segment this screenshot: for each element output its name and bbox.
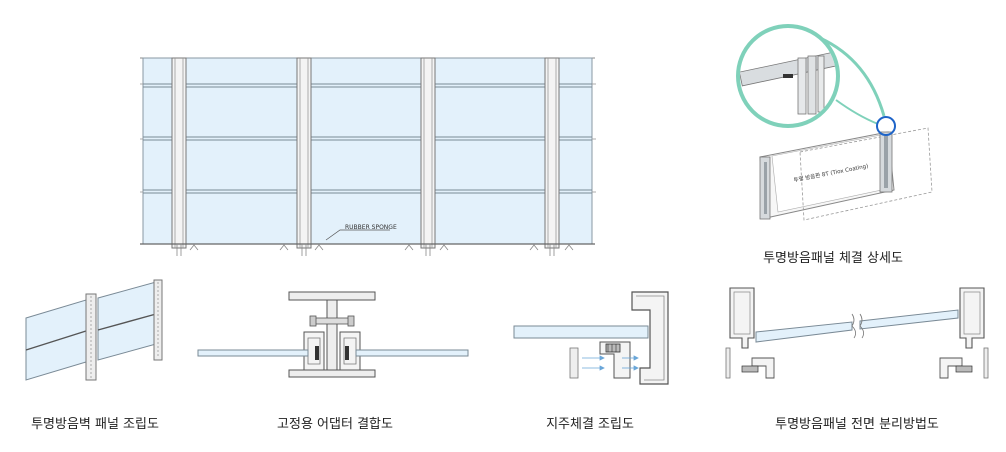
- barrier-elevation-drawing: RUBBER SPONGE: [140, 57, 596, 256]
- front-separation-drawing: [725, 287, 989, 379]
- detail-callout-marker: [876, 116, 896, 136]
- post: [296, 57, 312, 249]
- post: [544, 57, 560, 249]
- rubber-sponge-label: RUBBER SPONGE: [345, 224, 397, 231]
- connection-detail-drawing: 투명 방음판 8T (Tiox Coating): [736, 24, 933, 221]
- caption-post-assembly: 지주체결 조립도: [546, 417, 634, 432]
- wall-assembly-drawing: [25, 279, 163, 381]
- caption-adapter-assembly: 고정용 어댑터 결합도: [277, 417, 393, 432]
- caption-wall-assembly: 투명방음벽 패널 조립도: [31, 417, 159, 432]
- post: [420, 57, 436, 249]
- adapter-assembly-drawing: [197, 291, 469, 378]
- post: [171, 57, 187, 249]
- post-assembly-drawing: [513, 291, 669, 385]
- caption-connection-detail: 투명방음패널 체결 상세도: [763, 251, 903, 266]
- elevation-panel-area: [142, 57, 593, 245]
- elevation-posts: [171, 57, 560, 249]
- caption-front-separation: 투명방음패널 전면 분리방법도: [775, 417, 939, 432]
